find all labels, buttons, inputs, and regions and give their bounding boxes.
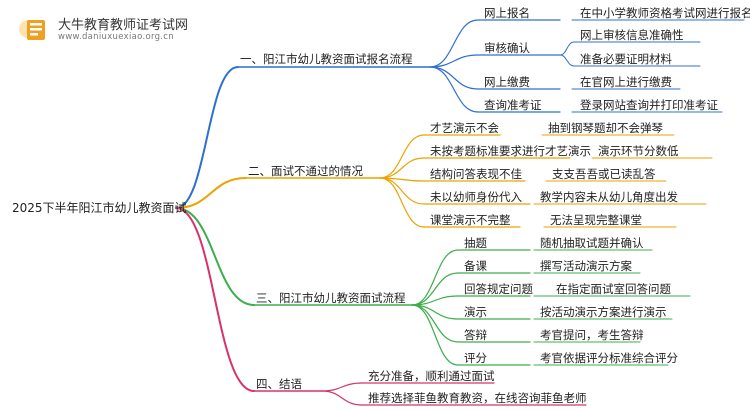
- watermark-url: www.daniuxuexiao.org.cn: [58, 32, 174, 42]
- b3-child-4-leaf-1: 按活动演示方案进行演示: [540, 305, 667, 319]
- b1-child-4: 查询准考证: [484, 98, 542, 112]
- b3-child-4: 演示: [464, 305, 487, 319]
- b2-child-4: 未以幼师身份代入: [430, 190, 522, 204]
- connector-b2-child-1: [379, 134, 425, 179]
- b2-child-1: 才艺演示不会: [430, 121, 499, 135]
- connector-root-b1: [175, 66, 239, 209]
- b2-child-3: 结构问答表现不佳: [430, 167, 522, 181]
- branch-4-label: 四、结语: [256, 377, 302, 391]
- b4-child-1: 充分准备，顺利通过面试: [368, 369, 495, 383]
- connector-root-b3: [175, 207, 255, 306]
- connector-b2-child-2: [379, 157, 425, 179]
- b3-child-6-leaf-1: 考官依据评分标准综合评分: [540, 351, 678, 365]
- connector-b4-child-2: [321, 390, 363, 406]
- b3-child-5-leaf-1: 考官提问，考生答辩: [540, 328, 644, 342]
- b3-child-2-leaf-1: 撰写活动演示方案: [540, 259, 632, 273]
- watermark-title: 大牛教育教师证考试网: [58, 18, 189, 33]
- branch-2-label: 二、面试不通过的情况: [248, 164, 363, 178]
- connector-b1-leaf-2a: [559, 41, 575, 56]
- connector-b3-child-6: [411, 304, 459, 366]
- b1-child-4-leaf-1: 登录网站查询并打印准考证: [580, 98, 718, 112]
- b2-child-1-leaf-1: 抽到钢琴题却不会弹琴: [548, 121, 663, 135]
- connector-root-b2: [175, 177, 247, 209]
- connector-b1-child-1: [429, 19, 479, 68]
- connector-b1-child-2: [429, 54, 479, 68]
- branch-3-label: 三、阳江市幼儿教资面试流程: [256, 291, 406, 305]
- b3-child-1-leaf-1: 随机抽取试题并确认: [540, 236, 644, 250]
- connector-b1-child-4: [429, 66, 479, 113]
- connector-b2-child-4: [379, 177, 425, 205]
- connector-b2-child-5: [379, 177, 425, 228]
- b2-child-3-leaf-1: 支支吾吾或已读乱答: [552, 167, 656, 181]
- connector-b1-leaf-2b: [559, 54, 575, 67]
- b1-child-2-leaf-1: 网上审核信息准确性: [580, 28, 684, 42]
- b2-child-2-leaf-1: 演示环节分数低: [598, 144, 679, 158]
- connector-root-b4: [175, 207, 255, 392]
- b1-child-1: 网上报名: [484, 6, 530, 20]
- b3-child-5: 答辩: [464, 328, 487, 342]
- b3-child-6: 评分: [464, 351, 487, 365]
- b4-child-2: 推荐选择菲鱼教育教资，在线咨询菲鱼老师: [368, 391, 587, 405]
- b1-child-2-leaf-2: 准备必要证明材料: [580, 52, 672, 66]
- connector-b1-child-3: [429, 66, 479, 90]
- connector-b3-child-2: [411, 272, 459, 306]
- connector-b3-child-1: [411, 249, 459, 306]
- mindmap-root-node: 2025下半年阳江市幼儿教资面试: [12, 201, 187, 215]
- b3-child-1: 抽题: [464, 236, 487, 250]
- b1-child-3-leaf-1: 在官网上进行缴费: [580, 75, 672, 89]
- branch-1-label: 一、阳江市幼儿教资面试报名流程: [240, 52, 413, 66]
- b1-child-2: 审核确认: [484, 41, 530, 55]
- b3-child-3: 回答规定问题: [464, 282, 533, 296]
- b2-child-5: 课堂演示不完整: [430, 213, 511, 227]
- book-logo-icon: [19, 20, 45, 40]
- b2-child-2: 未按考题标准要求进行才艺演示: [430, 144, 591, 158]
- b1-child-3: 网上缴费: [484, 75, 530, 89]
- b3-child-2: 备课: [464, 259, 487, 273]
- b3-child-3-leaf-1: 在指定面试室回答问题: [556, 282, 671, 296]
- connector-b4-child-1: [321, 382, 363, 392]
- b2-child-4-leaf-1: 教学内容未从幼儿角度出发: [540, 190, 678, 204]
- b2-child-5-leaf-1: 无法呈现完整课堂: [550, 213, 642, 227]
- b1-child-1-leaf-1: 在中小学教师资格考试网进行报名: [580, 6, 750, 20]
